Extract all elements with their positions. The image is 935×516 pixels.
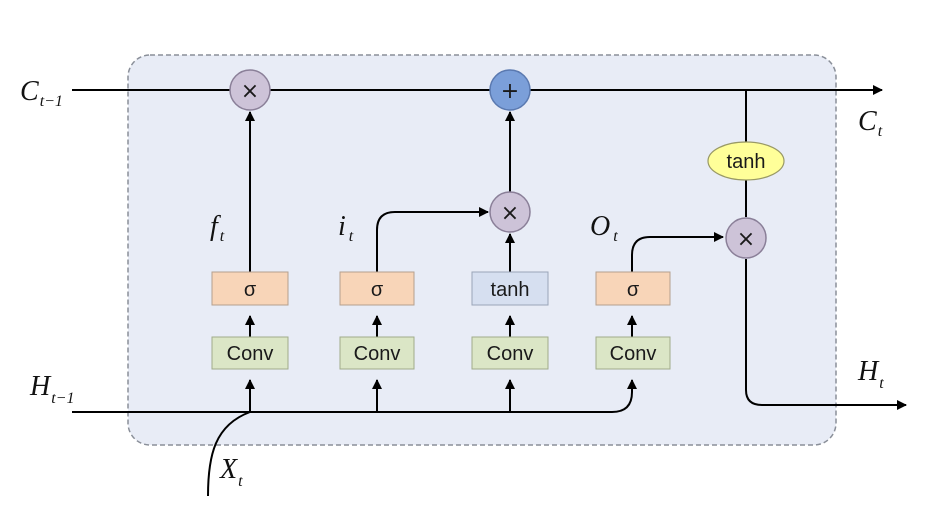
- forget-multiply-op: [229, 69, 271, 111]
- forget-conv-box: [211, 336, 289, 370]
- h-out-arrow: [745, 259, 907, 410]
- input-conv-box: [339, 336, 415, 370]
- input-conv-label: Conv: [354, 343, 401, 365]
- output-sigma-box: [595, 271, 671, 306]
- h-prev-label: Ht−1: [29, 371, 74, 407]
- input-multiply-symbol: ×: [501, 201, 519, 226]
- output-conv-box: [595, 336, 671, 370]
- c-prev-label: Ct−1: [20, 76, 63, 110]
- cell-tanh-label: tanh: [727, 151, 766, 173]
- candidate-conv-box: [471, 336, 549, 370]
- input-multiply-op: [489, 191, 531, 233]
- cell-tanh-ellipse: [707, 141, 785, 181]
- forget-sigma-box: [211, 271, 289, 306]
- output-multiply-op: [725, 217, 767, 259]
- c-out-label: Ct: [858, 106, 883, 140]
- h-to-o-conv: [611, 379, 637, 413]
- o-to-output-multiply: [631, 232, 724, 272]
- candidate-tanh-box: [471, 271, 549, 306]
- forget-sigma-label: σ: [244, 279, 257, 301]
- input-sigma-box: [339, 271, 415, 306]
- input-sigma-label: σ: [371, 279, 384, 301]
- add-symbol: +: [501, 79, 519, 104]
- x-input-label: Xt: [219, 454, 243, 490]
- candidate-conv-label: Conv: [487, 343, 534, 365]
- i-to-input-multiply: [376, 207, 489, 272]
- output-multiply-symbol: ×: [737, 227, 755, 252]
- forget-multiply-symbol: ×: [241, 79, 259, 104]
- x-input-curve: [207, 411, 251, 497]
- add-op: [489, 69, 531, 111]
- output-sigma-label: σ: [627, 279, 640, 301]
- h-out-label: Ht: [857, 356, 884, 392]
- candidate-tanh-label: tanh: [491, 279, 530, 301]
- output-conv-label: Conv: [610, 343, 657, 365]
- forget-conv-label: Conv: [227, 343, 274, 365]
